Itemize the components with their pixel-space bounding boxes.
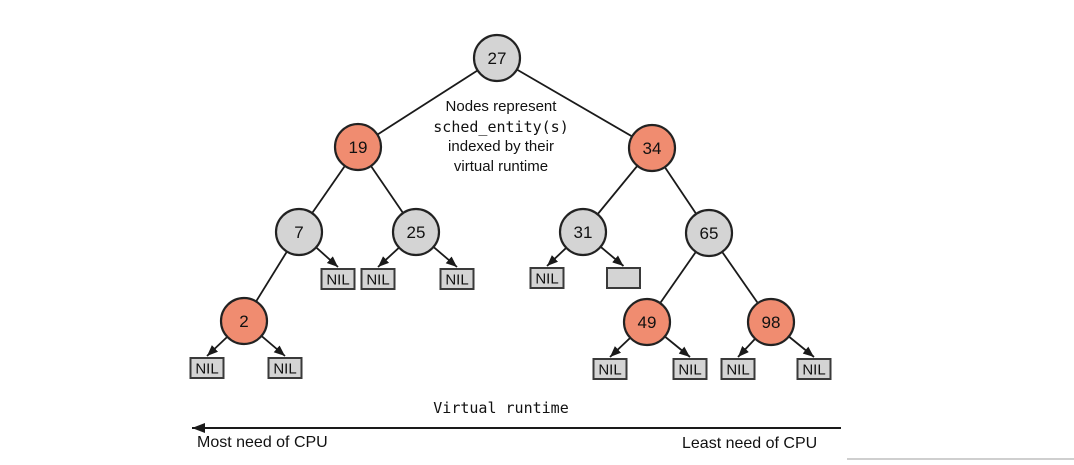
nil-box <box>439 268 475 290</box>
nil-box <box>267 357 303 379</box>
tree-node-25 <box>391 207 441 257</box>
node-label-49: 49 <box>638 313 657 332</box>
tree-node-98 <box>746 297 796 347</box>
nil-box-label: NIL <box>195 360 218 377</box>
most-need-of-cpu-label: Most need of CPU <box>197 434 328 451</box>
tree-node-49 <box>622 297 672 347</box>
nil-box <box>529 267 565 289</box>
nil-box-label: NIL <box>726 361 749 378</box>
annotation-line-4: virtual runtime <box>453 158 549 175</box>
node-label-25: 25 <box>407 223 426 242</box>
nil-box-label: NIL <box>678 361 701 378</box>
tree-node-19 <box>333 122 383 172</box>
node-label-98: 98 <box>762 313 781 332</box>
nil-box-label: NIL <box>273 360 296 377</box>
empty-nil-box <box>606 267 641 289</box>
nil-box <box>592 358 628 380</box>
nil-box-label: NIL <box>445 271 468 288</box>
tree-node-31 <box>558 207 608 257</box>
bottom-edge-line <box>847 458 1074 460</box>
node-label-19: 19 <box>349 138 368 157</box>
nil-box <box>360 268 396 290</box>
virtual-runtime-label: Virtual runtime <box>433 399 569 417</box>
node-label-65: 65 <box>700 224 719 243</box>
nil-box-label: NIL <box>326 271 349 288</box>
tree-edge-27-34 <box>496 57 653 149</box>
node-label-2: 2 <box>239 312 248 331</box>
annotation-line-2: sched_entity(s) <box>433 118 569 136</box>
annotation-line-1: Nodes represent <box>445 98 557 115</box>
nil-box <box>720 358 756 380</box>
tree-node-34 <box>627 123 677 173</box>
tree-node-27 <box>472 33 522 83</box>
annotation-text: Nodes represent sched_entity(s) indexed … <box>390 97 612 177</box>
least-need-of-cpu-label: Least need of CPU <box>682 435 818 452</box>
node-label-31: 31 <box>574 223 593 242</box>
tree-nodes: NIL NIL NIL NIL NIL NIL NIL NIL NIL NIL 27 19 34 7 25 3… <box>189 33 832 380</box>
tree-node-2 <box>219 296 269 346</box>
nil-box-label: NIL <box>366 271 389 288</box>
tree-node-7 <box>274 207 324 257</box>
annotation-line-3: indexed by their <box>448 138 554 155</box>
nil-box-label: NIL <box>598 361 621 378</box>
nil-box-label: NIL <box>535 270 558 287</box>
node-label-34: 34 <box>643 139 662 158</box>
nil-box <box>189 357 225 379</box>
nil-box <box>796 358 832 380</box>
tree-edge-27-19 <box>357 57 498 148</box>
nil-box <box>320 268 356 290</box>
node-label-27: 27 <box>488 49 507 68</box>
tree-node-65 <box>684 208 734 258</box>
nil-box-label: NIL <box>802 361 825 378</box>
nil-box <box>672 358 708 380</box>
node-label-7: 7 <box>294 223 303 242</box>
